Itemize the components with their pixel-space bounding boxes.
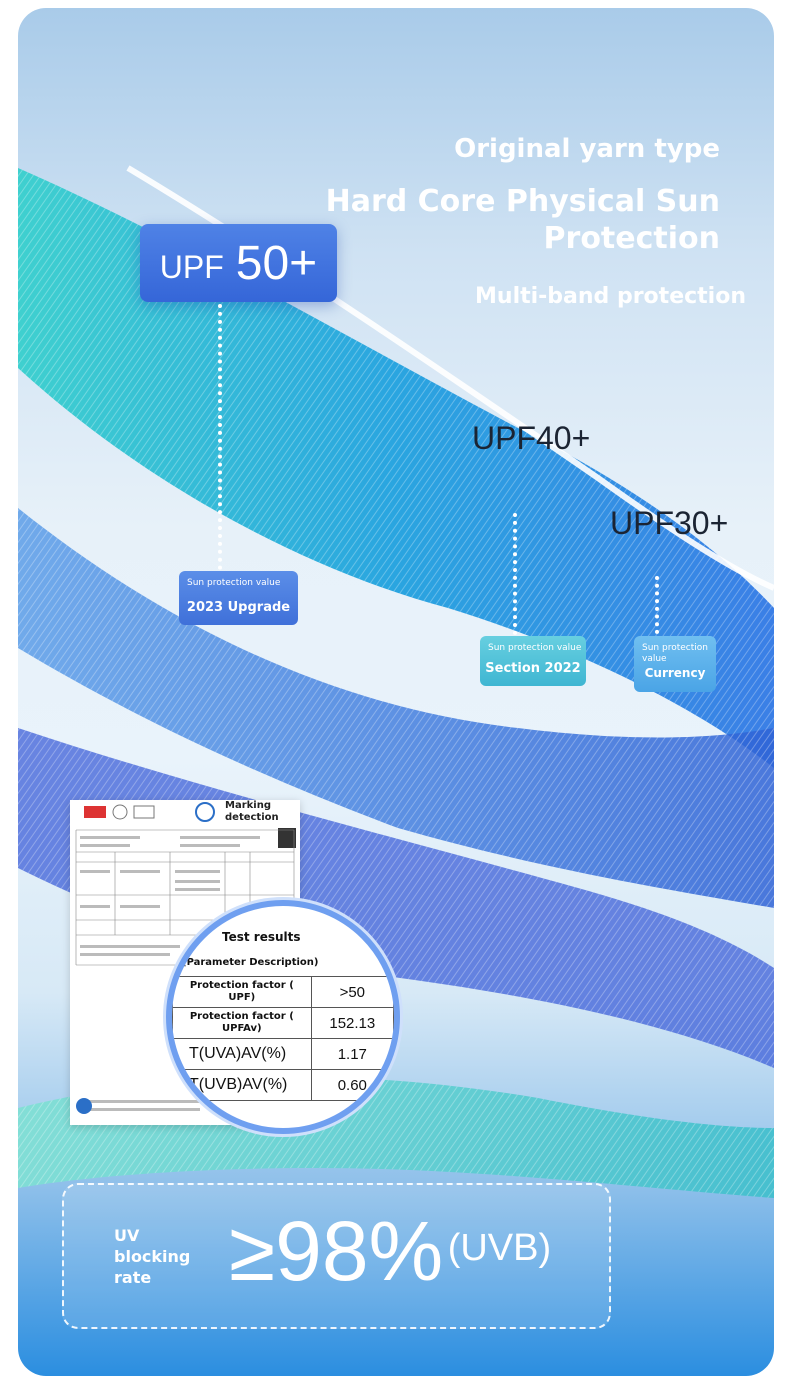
headline-physical-protection: Hard Core Physical Sun Protection <box>326 183 720 257</box>
uv-blocking-label: UV blocking rate <box>114 1226 191 1287</box>
upf-30-label: UPF30+ <box>610 505 729 541</box>
tag-currency: Sun protection value Currency <box>634 636 716 692</box>
ilac-logo-icon <box>112 804 128 820</box>
tag-2023-upgrade: Sun protection value 2023 Upgrade <box>179 571 298 625</box>
result-key: T(UVB)AV(%) <box>172 1069 312 1101</box>
uv-blocking-box: UV blocking rate ≥98% (UVB) <box>62 1183 611 1329</box>
upf-value: 50+ <box>235 236 318 290</box>
result-value: 1.17 <box>310 1038 394 1070</box>
qr-code-icon <box>278 828 296 848</box>
result-key: T(UVA)AV(%) <box>172 1038 312 1070</box>
tag-caption: Sun protection value <box>488 643 582 653</box>
tag-title: Currency <box>644 666 706 680</box>
dotted-connector-2022 <box>513 513 517 635</box>
upf-prefix: UPF <box>159 248 224 285</box>
uv-blocking-value: ≥98% (UVB) <box>229 1203 551 1300</box>
cma-logo-icon <box>84 806 106 818</box>
upf-40-label: UPF40+ <box>472 420 591 456</box>
dotted-connector-current <box>655 576 659 634</box>
result-key: Protection factor ( UPF) <box>172 976 312 1008</box>
dotted-connector-2023 <box>218 304 222 570</box>
uv-unit: (UVB) <box>447 1227 552 1269</box>
results-table: Protection factor ( UPF) >50 Protection … <box>172 976 394 1101</box>
magnifier-lens: Test results (Parameter Description) Pro… <box>166 900 400 1134</box>
upf-50-badge: UPF 50+ <box>140 224 337 302</box>
headline-yarn-type: Original yarn type <box>454 134 720 164</box>
ist-logo-icon <box>195 802 215 822</box>
result-value: 0.60 <box>310 1069 394 1101</box>
test-results-title: Test results <box>222 930 301 944</box>
report-page-graphic <box>75 802 296 1114</box>
uv-percent: ≥98% <box>229 1204 444 1298</box>
tag-section-2022: Sun protection value Section 2022 <box>480 636 586 686</box>
headline-line-a: Hard Core Physical Sun <box>325 184 720 219</box>
result-value: >50 <box>310 976 394 1008</box>
tag-caption: Sun protection value <box>187 578 281 588</box>
headline-line-b: Protection <box>543 221 720 256</box>
tag-caption: Sun protection value <box>642 643 708 664</box>
parameter-title: (Parameter Description) <box>182 957 319 968</box>
table-row: Protection factor ( UPFAv) 152.13 <box>172 1007 394 1039</box>
cnas-logo-icon <box>133 805 155 819</box>
table-row: T(UVA)AV(%) 1.17 <box>172 1038 394 1070</box>
report-header: Marking detection <box>225 800 279 823</box>
product-card: Original yarn type Hard Core Physical Su… <box>18 8 774 1376</box>
table-row: T(UVB)AV(%) 0.60 <box>172 1069 394 1101</box>
result-key: Protection factor ( UPFAv) <box>172 1007 312 1039</box>
tag-title: 2023 Upgrade <box>186 600 291 615</box>
result-value: 152.13 <box>310 1007 394 1039</box>
ist-seal-icon <box>76 1098 92 1114</box>
table-row: Protection factor ( UPF) >50 <box>172 976 394 1008</box>
tag-title: Section 2022 <box>485 661 581 676</box>
fabric-wave-illustration <box>18 165 774 1198</box>
headline-multiband: Multi-band protection <box>475 284 746 309</box>
